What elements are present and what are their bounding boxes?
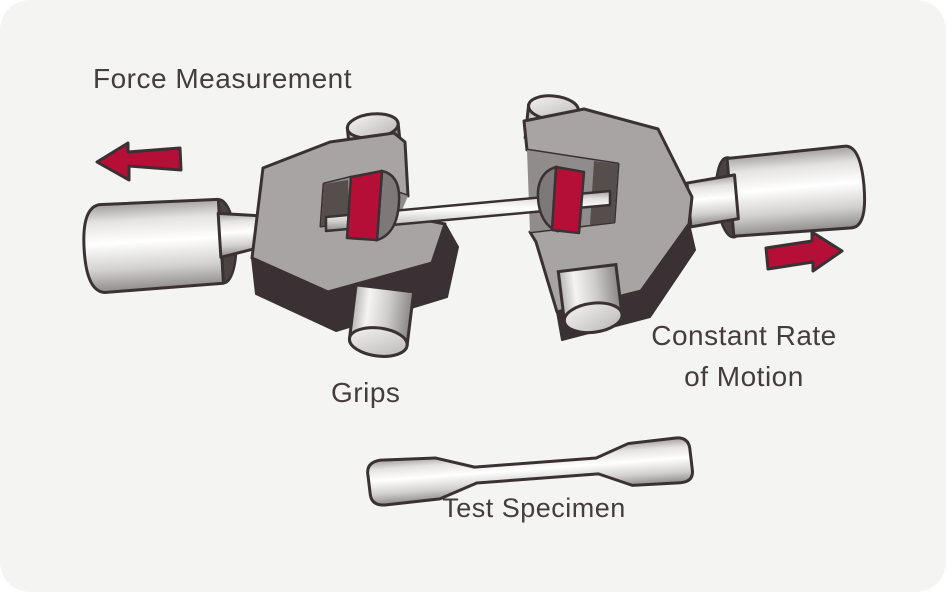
arrow-left-icon [95,141,183,182]
left-grip-knob-bottom [347,283,416,358]
constant-rate-line1: Constant Rate [651,320,837,351]
constant-rate-label: Constant Rate of Motion [636,315,852,397]
right-cylinder-body [725,144,867,238]
right-grip-knob-bottom [556,262,624,335]
force-measurement-label: Force Measurement [93,63,353,94]
right-actuator-rod [685,173,740,229]
left-cylinder-body [82,197,225,294]
left-insert-red-face [345,169,384,242]
left-actuator-cylinder [82,197,264,294]
left-insert-roller-side [375,169,401,242]
grips-label: Grips [331,377,401,408]
test-specimen-illustration [366,436,694,507]
test-specimen-label: Test Specimen [442,493,626,523]
left-grip-insert [345,169,401,242]
arrow-right-icon [764,230,844,273]
constant-rate-line2: of Motion [684,361,804,392]
right-actuator-cylinder [685,144,867,239]
right-grip-insert [536,165,586,235]
right-insert-red-face [550,165,586,235]
